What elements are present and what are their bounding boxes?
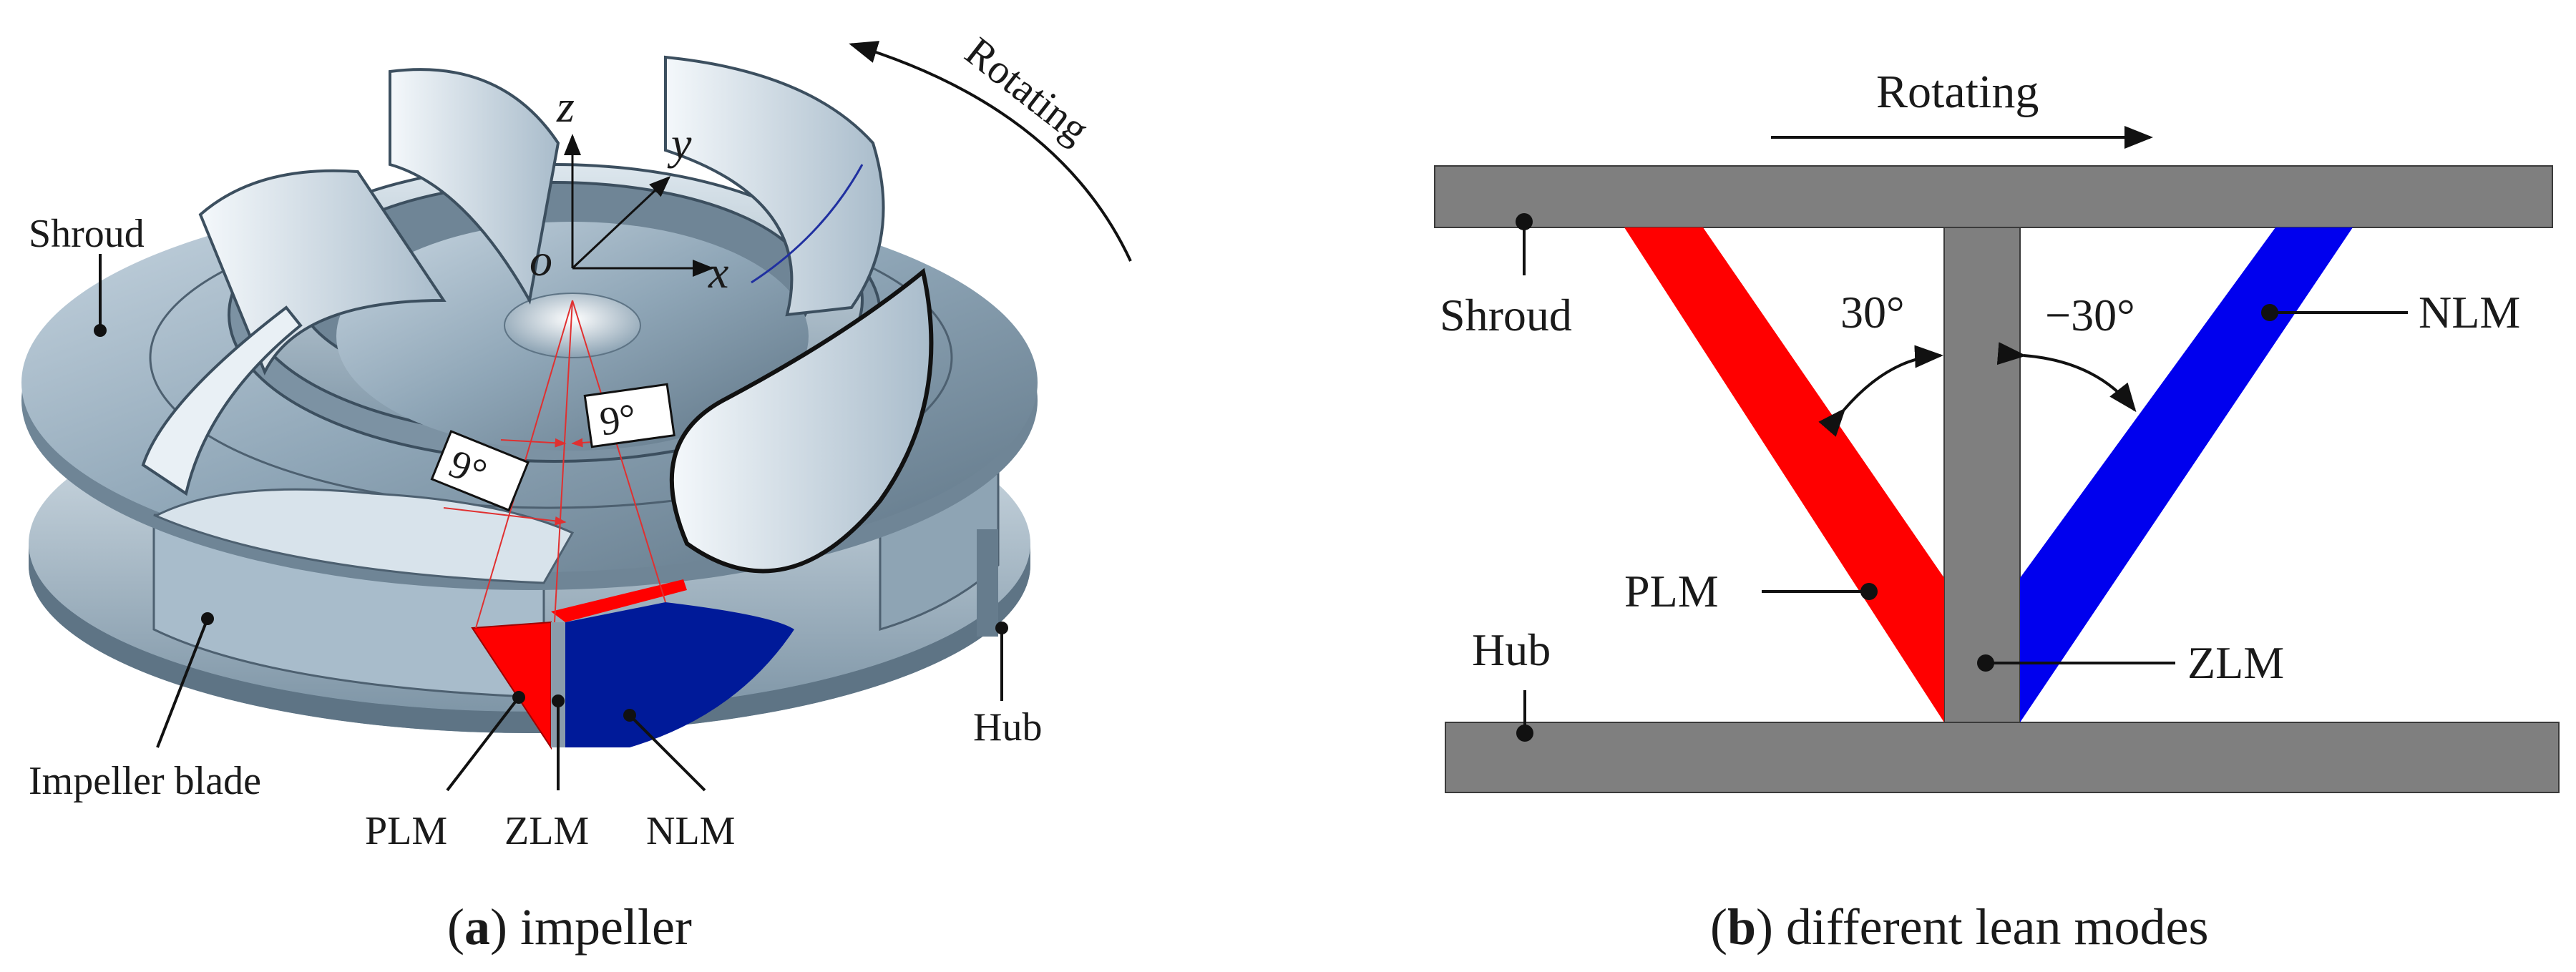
rotating-label-a: Rotating bbox=[957, 28, 1098, 152]
nlm-blade bbox=[2020, 227, 2353, 722]
zlm-blade bbox=[1943, 227, 2021, 723]
caption-a: (a) impeller bbox=[447, 898, 692, 956]
impeller-blade-label: Impeller blade bbox=[29, 759, 261, 803]
caption-b: (b) different lean modes bbox=[1710, 898, 2208, 956]
angle-label-pos: 30° bbox=[1840, 287, 1905, 338]
angle-arc-pos bbox=[1818, 345, 1943, 437]
nlm-label-a: NLM bbox=[646, 809, 735, 853]
channel-walls bbox=[152, 455, 1000, 699]
angle-tag-right: 9° bbox=[583, 383, 675, 448]
zlm-label-a: ZLM bbox=[504, 809, 589, 853]
angle-label-right: 9° bbox=[597, 396, 639, 444]
hub-bar bbox=[1445, 722, 2560, 793]
nlm-label-b: NLM bbox=[2419, 287, 2520, 338]
leader-dots-b bbox=[1516, 213, 2278, 742]
panel-b: Rotating 30° −30° bbox=[1434, 66, 2560, 956]
zlm-label-b: ZLM bbox=[2187, 637, 2284, 688]
angle-tag-left: 9° bbox=[430, 430, 530, 512]
rotating-label-b: Rotating bbox=[1876, 66, 2039, 118]
origin-label: o bbox=[530, 235, 552, 285]
impeller-blades bbox=[141, 55, 934, 574]
hub-label-b: Hub bbox=[1472, 624, 1551, 675]
panel-a: Rotating bbox=[21, 28, 1132, 956]
nlm-region-a bbox=[565, 602, 794, 747]
blade-leading-curve bbox=[751, 164, 864, 284]
blade-red-edge bbox=[551, 579, 687, 622]
leaders-a bbox=[99, 254, 1003, 792]
rotating-arc-arrow bbox=[849, 41, 1132, 262]
shroud-label-b: Shroud bbox=[1440, 290, 1572, 340]
plm-blade bbox=[1624, 227, 1944, 722]
shroud-label-a: Shroud bbox=[29, 212, 145, 256]
blade-4 bbox=[141, 305, 303, 496]
x-axis-label: x bbox=[708, 247, 728, 298]
leaders-b bbox=[1523, 222, 2408, 733]
z-axis-label: z bbox=[556, 81, 575, 132]
blade-5-front bbox=[669, 267, 934, 574]
zlm-region-a bbox=[551, 622, 565, 747]
blade-3 bbox=[198, 169, 447, 375]
shroud-bar bbox=[1434, 165, 2553, 228]
plm-label-b: PLM bbox=[1624, 566, 1719, 617]
plm-label-a: PLM bbox=[365, 809, 447, 853]
axes: z y x o bbox=[530, 81, 728, 298]
angle-label-neg: −30° bbox=[2045, 290, 2135, 340]
y-axis-label: y bbox=[667, 118, 692, 169]
leader-dots-a bbox=[94, 324, 1008, 722]
blade-2 bbox=[664, 55, 885, 317]
hub-cone bbox=[504, 293, 641, 358]
lean-section-a bbox=[471, 579, 794, 750]
blade-1 bbox=[389, 68, 560, 305]
hub-label-a: Hub bbox=[973, 705, 1042, 750]
angle-arc-neg bbox=[1996, 342, 2137, 413]
y-axis bbox=[571, 175, 671, 270]
